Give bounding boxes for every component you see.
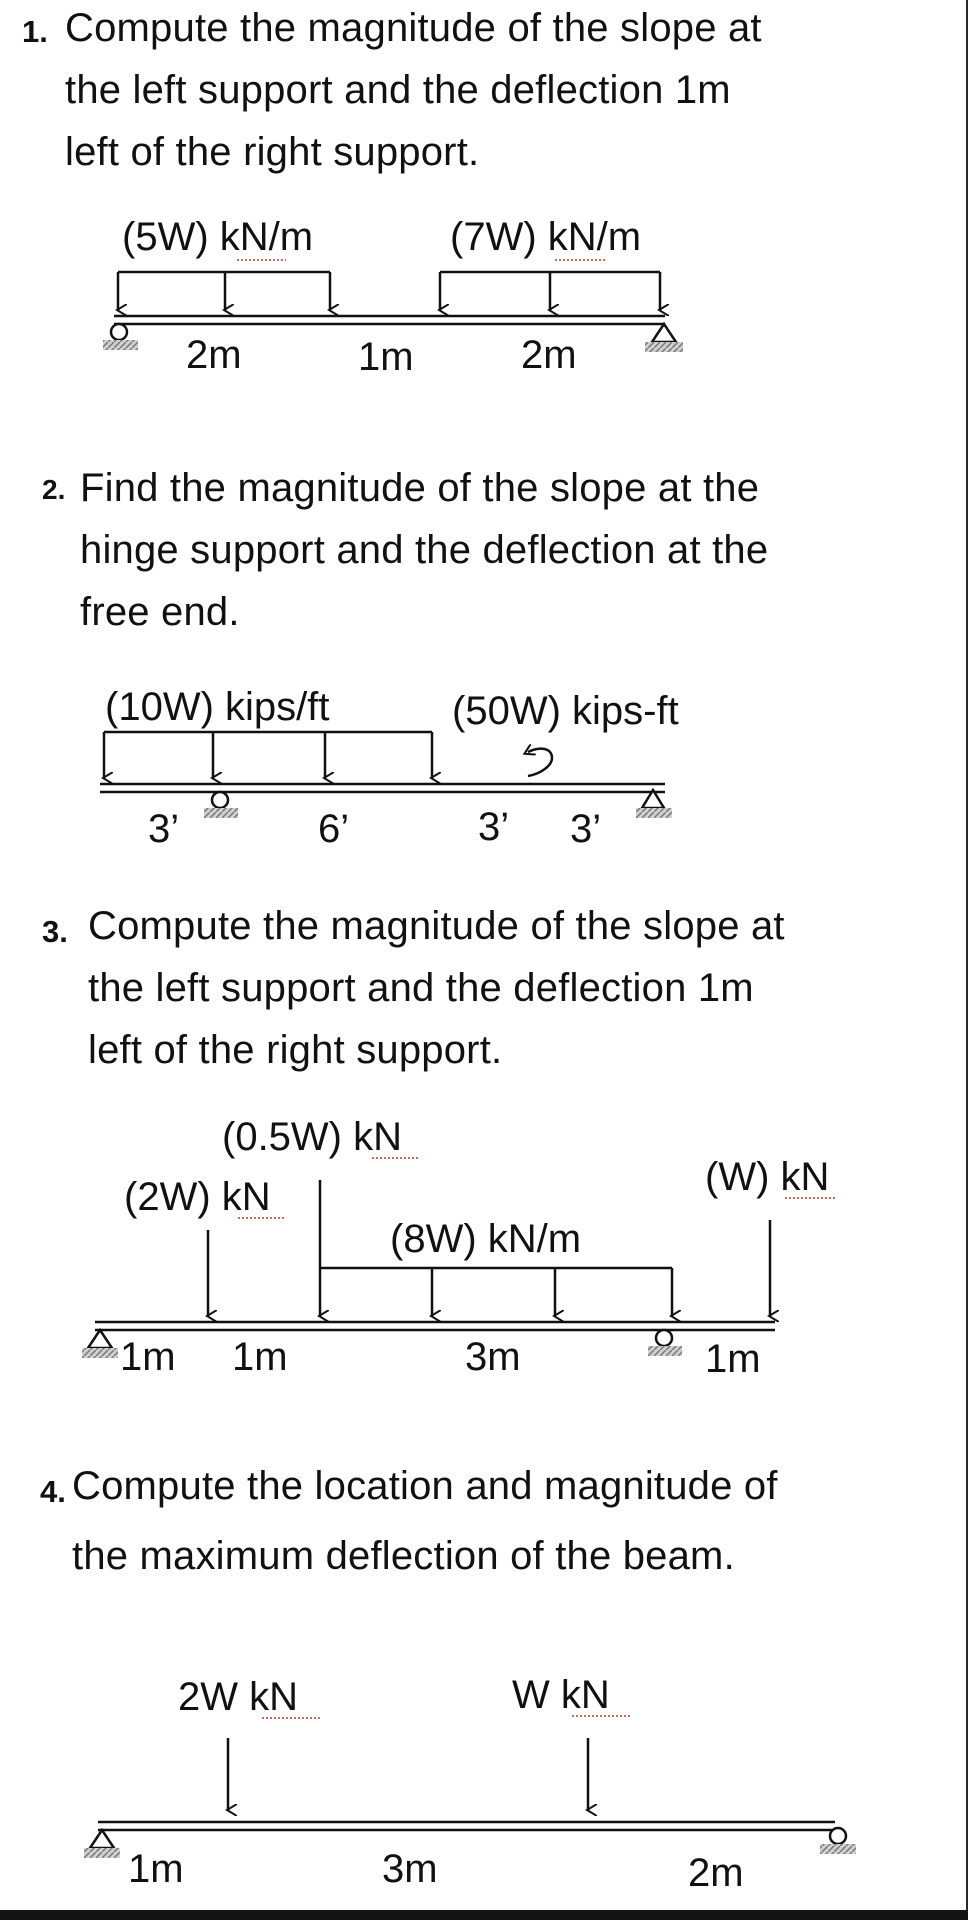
distributed-load-7w <box>440 270 660 310</box>
distributed-load-10w <box>104 730 432 778</box>
load-label: (W) kN <box>705 1155 829 1199</box>
moment-arc <box>528 749 554 778</box>
span-label: 3m <box>465 1335 521 1379</box>
span-label: 1m <box>128 1847 184 1891</box>
page-right-border <box>966 0 968 1920</box>
problem-number: 2. <box>42 474 66 505</box>
beam <box>100 782 665 794</box>
problem-text-line: Find the magnitude of the slope at the <box>80 466 760 510</box>
pin-support-left <box>82 1327 118 1358</box>
problem-text-line: left of the right support. <box>88 1028 503 1072</box>
span-label: 2m <box>186 333 242 377</box>
load-label: (5W) kN/m <box>122 215 313 259</box>
roller-support-right <box>820 1826 856 1854</box>
problem-text-line: free end. <box>80 590 240 634</box>
problem-text-line: Compute the magnitude of the slope at <box>88 904 785 948</box>
problem-text-line: hinge support and the deflection at the <box>80 528 769 572</box>
hinge-support <box>204 790 238 818</box>
problem-number: 1. <box>22 14 48 49</box>
load-label: (10W) kips/ft <box>105 685 329 729</box>
beam <box>95 1320 775 1332</box>
pin-support-right <box>636 787 672 818</box>
load-label: (8W) kN/m <box>390 1217 581 1261</box>
distributed-load-8w <box>320 1266 672 1316</box>
span-label: 3’ <box>148 807 179 851</box>
span-label: 6’ <box>318 807 349 851</box>
span-label: 2m <box>521 333 577 377</box>
load-label: 2W kN <box>178 1675 298 1719</box>
span-label: 3m <box>382 1847 438 1891</box>
load-label: W kN <box>512 1673 610 1717</box>
beam-diagram-2: (10W) kips/ft (50W) kips-ft 3’ 6’ 3’ 3’ <box>100 685 679 851</box>
beam-diagram-4: 2W kN W kN 1m 3m 2m <box>84 1673 856 1895</box>
span-label: 1m <box>358 335 414 379</box>
span-label: 3’ <box>570 807 601 851</box>
beam <box>98 1820 835 1832</box>
span-label: 1m <box>232 1335 288 1379</box>
beam-diagram-1: (5W) kN/m (7W) kN/m 2m 1m 2m <box>103 215 683 379</box>
span-label: 1m <box>120 1335 176 1379</box>
load-label: (0.5W) kN <box>222 1115 402 1159</box>
load-label: (7W) kN/m <box>450 215 641 259</box>
roller-support-left <box>103 322 138 350</box>
page-bottom-border <box>0 1910 968 1920</box>
problem-text-line: Compute the magnitude of the slope at <box>65 6 762 50</box>
problem-text-line: the left support and the deflection 1m <box>65 68 731 112</box>
load-label: (50W) kips-ft <box>452 689 679 733</box>
problem-text-line: the left support and the deflection 1m <box>88 966 754 1010</box>
beam <box>114 314 665 326</box>
distributed-load-5w <box>118 270 330 310</box>
beam-diagram-3: (0.5W) kN (2W) kN (8W) kN/m (W) kN 1m 1m… <box>82 1115 835 1381</box>
problem-number: 4. <box>40 1474 66 1509</box>
pin-support-right <box>645 321 683 352</box>
span-label: 3’ <box>478 805 509 849</box>
load-label: (2W) kN <box>124 1175 271 1219</box>
problem-text-line: the maximum deflection of the beam. <box>72 1534 735 1578</box>
pin-support-left <box>84 1827 120 1858</box>
span-label: 1m <box>705 1337 761 1381</box>
roller-support-right <box>648 1328 682 1356</box>
span-label: 2m <box>688 1851 744 1895</box>
problem-text-line: Compute the location and magnitude of <box>72 1464 778 1508</box>
problem-number: 3. <box>42 914 68 949</box>
problem-text-line: left of the right support. <box>65 130 480 174</box>
